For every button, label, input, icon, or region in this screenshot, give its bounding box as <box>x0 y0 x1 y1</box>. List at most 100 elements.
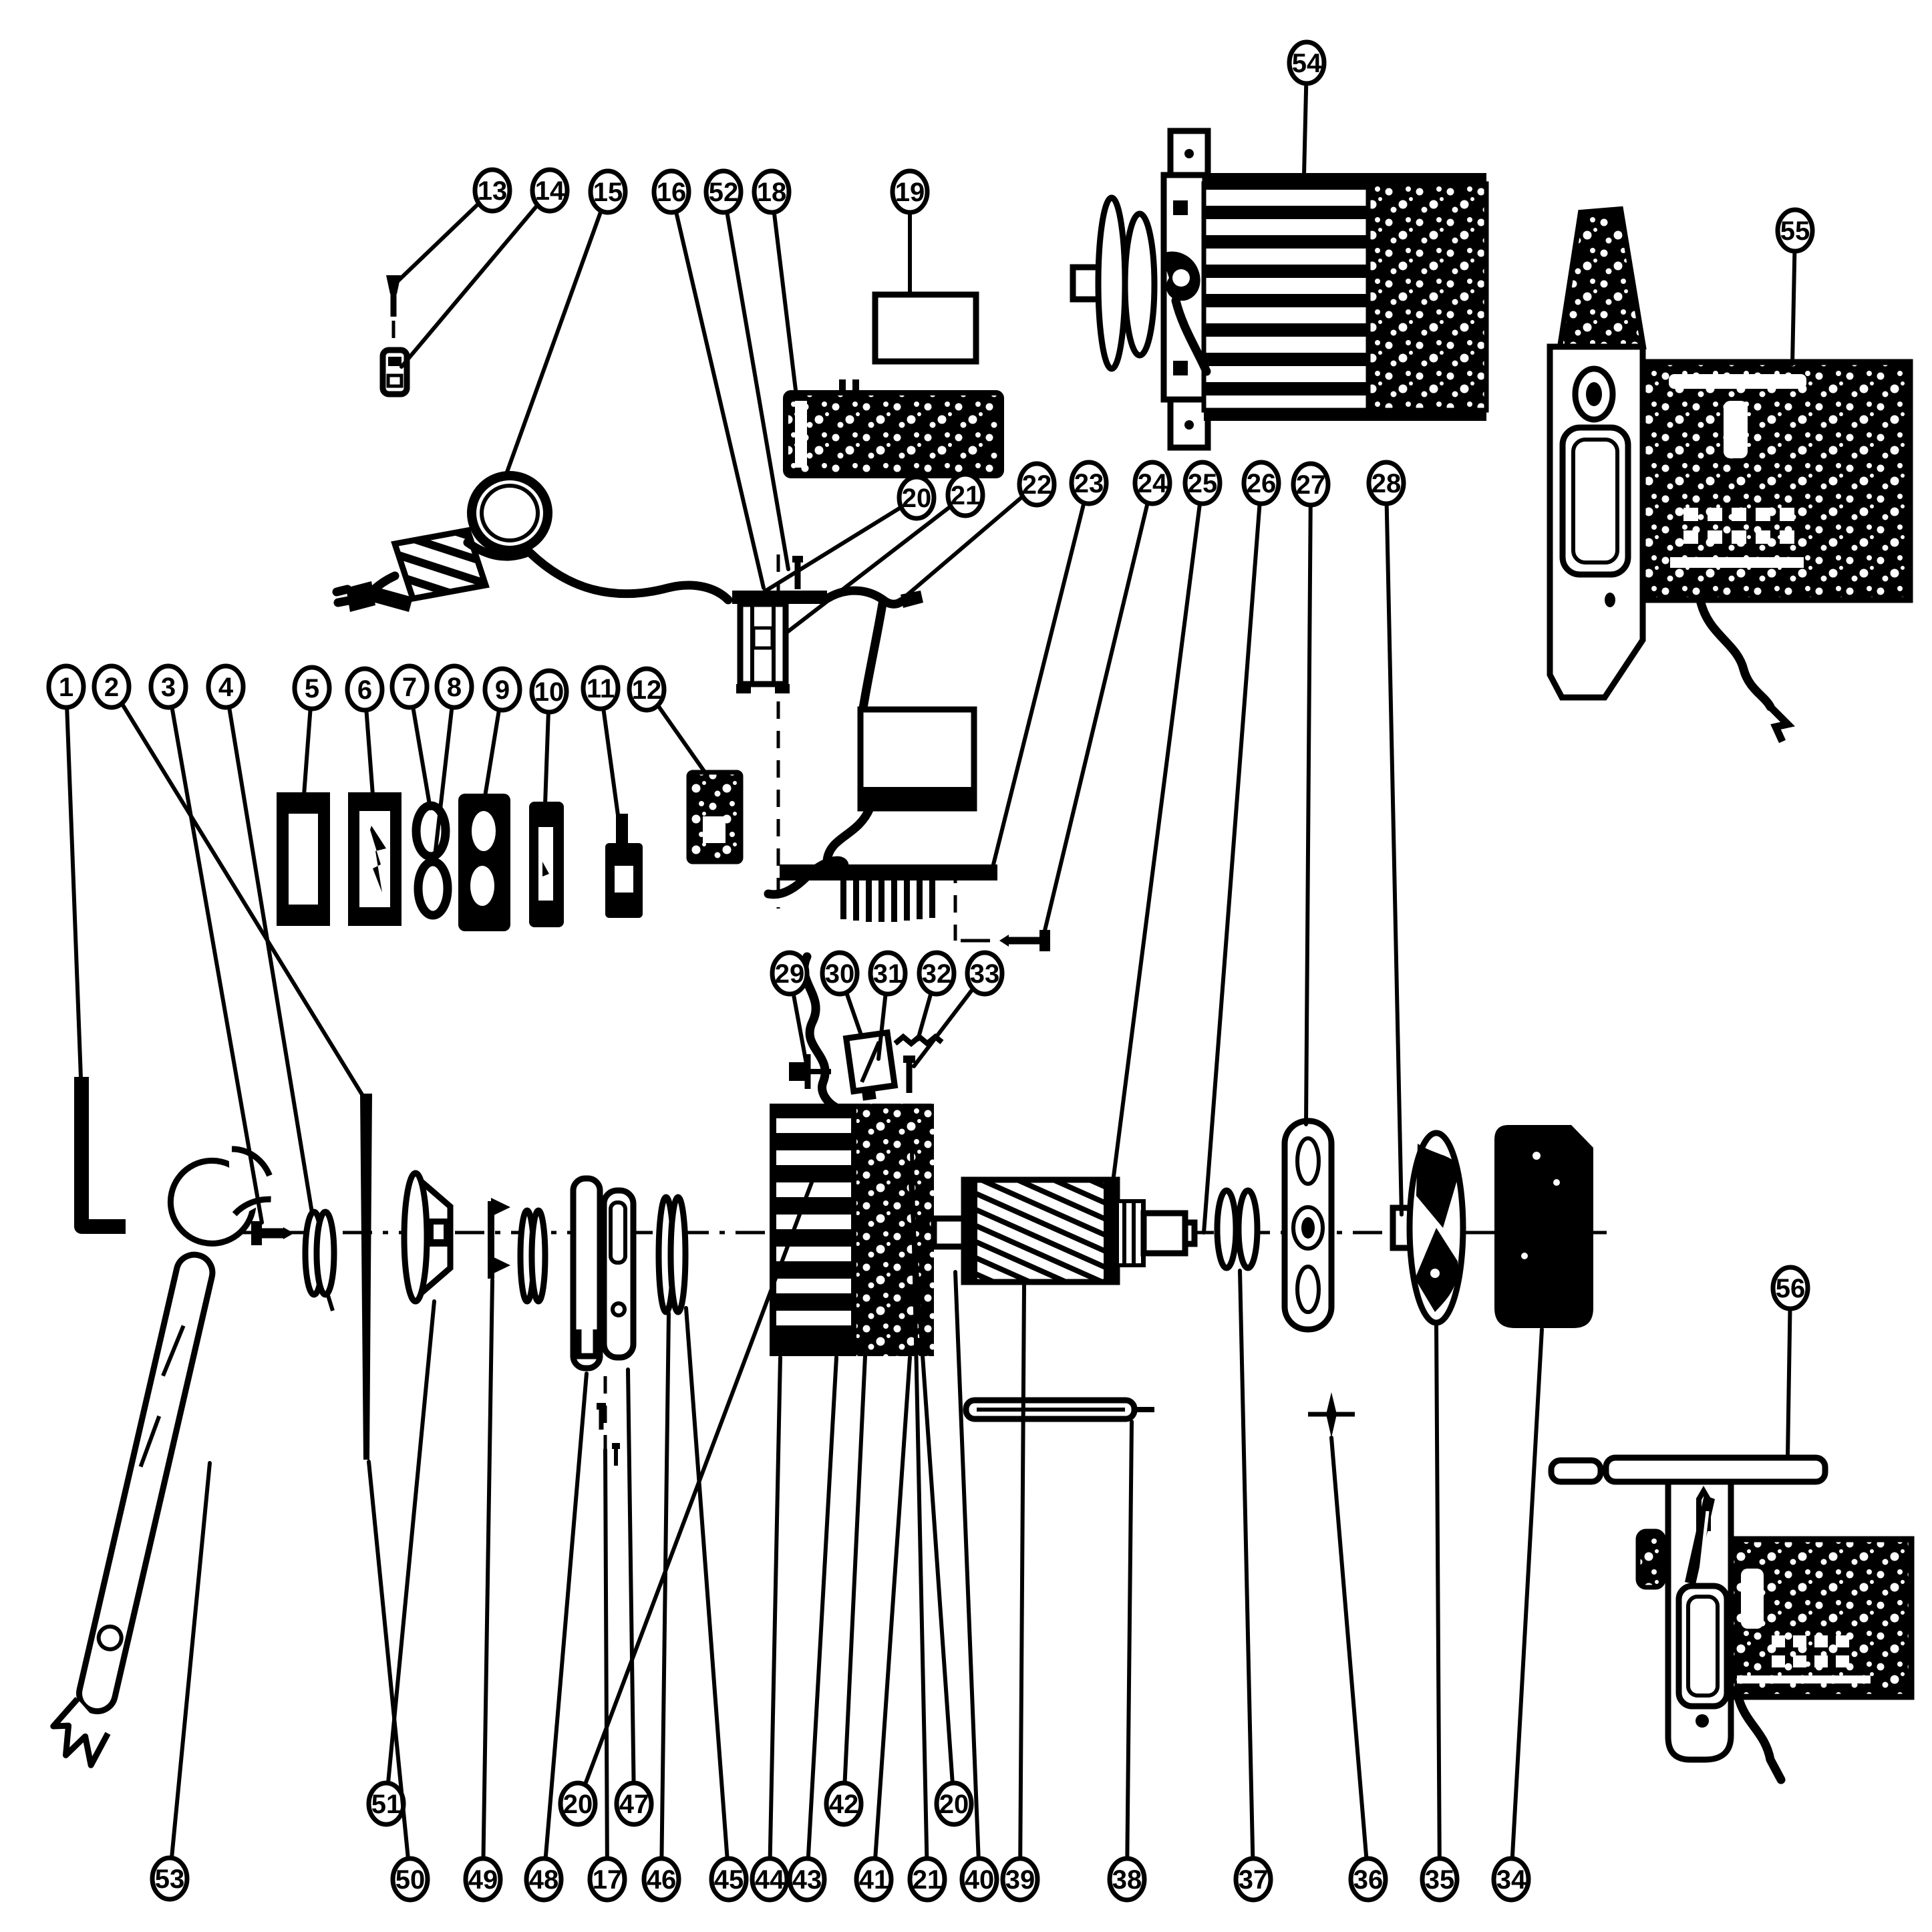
callout-circle <box>945 472 985 518</box>
callout-number: 30 <box>825 959 855 989</box>
callout-number: 16 <box>657 178 687 207</box>
callout-33: 33 <box>912 950 1005 1068</box>
callout-15: 15 <box>504 168 628 478</box>
callout-18: 18 <box>752 168 798 397</box>
stator <box>770 952 934 1356</box>
callout-number: 45 <box>714 1865 744 1895</box>
callout-circle <box>854 1856 894 1903</box>
callout-number: 43 <box>792 1865 822 1895</box>
callout-42: 42 <box>824 1354 867 1827</box>
callout-20: 20 <box>744 474 937 605</box>
pin-36 <box>1308 1392 1355 1438</box>
callout-number: 49 <box>468 1865 498 1895</box>
terminal-connector <box>732 554 827 909</box>
motor-54 <box>1070 128 1489 451</box>
callout-leader-line <box>432 685 456 864</box>
callout-circle <box>292 665 332 711</box>
callout-45: 45 <box>684 1306 749 1903</box>
callout-leader-line <box>542 1372 589 1881</box>
callout-21: 21 <box>907 1148 947 1903</box>
callout-circle <box>1491 1856 1531 1903</box>
callout-26: 26 <box>1202 460 1281 1235</box>
callout-leader-line <box>576 1175 816 1806</box>
callout-circle <box>1770 1265 1810 1311</box>
callout-circle <box>524 1856 564 1903</box>
assembly-55 <box>1547 206 1913 744</box>
callout-number: 8 <box>447 673 462 702</box>
callout-circle <box>1233 1856 1273 1903</box>
callout-circle <box>482 666 522 713</box>
callout-number: 37 <box>1239 1865 1269 1895</box>
callout-number: 38 <box>1112 1865 1142 1895</box>
callout-circle <box>529 668 569 715</box>
callout-circle <box>824 1780 864 1827</box>
callout-circle <box>345 666 385 713</box>
capacitor-box <box>764 706 977 899</box>
callout-number: 15 <box>593 178 623 207</box>
callout-circle <box>46 663 86 710</box>
callout-number: 21 <box>951 481 981 510</box>
callout-leader-line <box>1329 1436 1370 1881</box>
callout-circle <box>651 168 691 215</box>
part-11-switch <box>605 814 643 918</box>
callout-number: 18 <box>757 178 787 207</box>
callout-circle <box>1182 460 1223 506</box>
callout-number: 1 <box>59 673 73 702</box>
callout-2: 2 <box>92 663 367 1101</box>
callout-number: 21 <box>913 1865 943 1895</box>
callout-49: 49 <box>463 1278 503 1903</box>
callout-41: 41 <box>854 1355 912 1903</box>
callout-number: 56 <box>1776 1274 1806 1303</box>
washers-45-46 <box>655 1194 689 1315</box>
callout-number: 39 <box>1005 1865 1035 1895</box>
callout-13: 13 <box>391 167 512 287</box>
callout-31: 31 <box>868 950 908 1061</box>
box-19 <box>872 291 979 365</box>
callout-number: 29 <box>775 959 805 989</box>
callout-leader-line <box>481 1278 494 1881</box>
callout-leader-line <box>684 1306 731 1881</box>
callout-5: 5 <box>292 665 332 797</box>
callout-circle <box>1420 1856 1460 1903</box>
callout-circle <box>148 663 188 710</box>
callout-52: 52 <box>703 168 790 571</box>
callout-circle <box>641 1856 681 1903</box>
callout-number: 32 <box>922 959 952 989</box>
foot-pedal <box>332 526 490 612</box>
callout-9: 9 <box>482 666 522 798</box>
callout-48: 48 <box>524 1372 589 1903</box>
callout-4: 4 <box>206 663 314 1215</box>
callout-circle <box>581 665 621 711</box>
callout-circle <box>587 1856 627 1903</box>
callout-number: 42 <box>829 1790 859 1819</box>
callout-number: 17 <box>593 1865 623 1895</box>
callout-number: 44 <box>755 1865 785 1895</box>
callout-leader-line <box>805 1355 838 1881</box>
callout-leader-line <box>64 685 83 1080</box>
callout-leader-line <box>842 1354 867 1806</box>
part-8-ring <box>414 857 452 920</box>
callout-circle <box>965 950 1005 997</box>
callout-circle <box>787 1856 827 1903</box>
callout-number: 9 <box>495 675 510 705</box>
callout-47: 47 <box>614 1367 654 1827</box>
callout-circle <box>206 663 246 710</box>
callout-28: 28 <box>1366 460 1406 1217</box>
callout-number: 33 <box>970 959 1000 989</box>
callout-circle <box>1017 461 1057 508</box>
callout-leader-line <box>1018 1283 1026 1881</box>
callout-leader-line <box>224 685 314 1215</box>
callout-40: 40 <box>953 1270 999 1903</box>
callout-circle <box>627 666 667 713</box>
callout-6: 6 <box>345 666 385 797</box>
callout-38: 38 <box>1107 1420 1147 1903</box>
callout-circle <box>150 1855 190 1902</box>
callout-circle <box>1069 460 1109 506</box>
callout-leader-line <box>1304 482 1313 1126</box>
callout-circle <box>1000 1856 1040 1903</box>
callout-leader-line <box>744 496 919 605</box>
callout-39: 39 <box>1000 1283 1040 1903</box>
callout-30: 30 <box>820 950 864 1039</box>
callout-21: 21 <box>784 472 985 635</box>
